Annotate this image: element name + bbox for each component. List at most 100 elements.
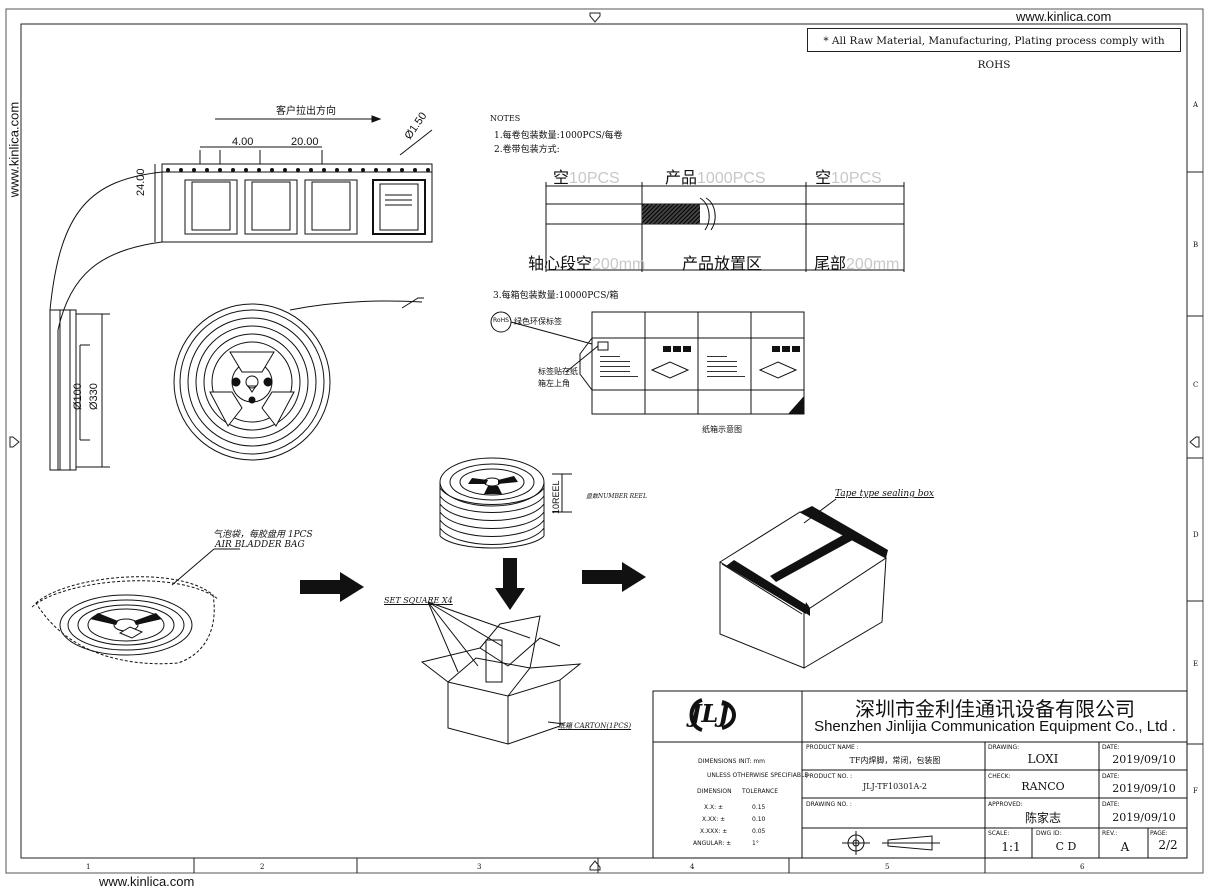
dimensions-unit: DIMENSIONS INIT: mm (698, 758, 766, 765)
bag-leader (171, 548, 240, 586)
date-label-2: DATE: (1102, 773, 1120, 780)
scale-label: SCALE: (988, 830, 1010, 837)
reel-stack-label: 盘数NUMBER REEL (586, 493, 647, 500)
label-hub: 轴心段空200mm (528, 250, 645, 274)
label-empty-left: 空10PCS (553, 164, 620, 188)
tol-row-3-value: 0.05 (752, 828, 766, 835)
company-name-cn: 深圳市金利佳通讯设备有限公司 (855, 697, 1135, 721)
approved-by: 陈家志 (1024, 811, 1061, 825)
dim-pitch-large: 20.00 (291, 136, 319, 148)
date-label-3: DATE: (1102, 801, 1120, 808)
notes-line1: 1.每卷包装数量:1000PCS/每卷 (494, 131, 623, 141)
label-empty-left-cn: 空 (553, 168, 570, 187)
tol-row-1-value: 0.15 (752, 804, 766, 811)
scale-value: 1:1 (1001, 840, 1021, 854)
col-label-3: 3 (477, 863, 482, 871)
col-label-4: 4 (690, 863, 695, 871)
rev-value: A (1120, 840, 1130, 854)
drawing-label: DRAWING: (988, 744, 1020, 751)
tol-row-4-value: 1° (752, 840, 759, 847)
col-label-1: 1 (86, 863, 91, 871)
label-product-count: 1000PCS (697, 170, 766, 187)
tol-row-4-key: ANGULAR: ± (693, 840, 732, 847)
pull-direction-label: 客户拉出方向 (276, 106, 336, 117)
bag-label-en: AIR BLADDER BAG (215, 540, 305, 550)
flow-arrow-2 (582, 562, 646, 592)
approved-label: APPROVED: (988, 801, 1023, 808)
tolerance-header: TOLERANCE (742, 788, 779, 795)
rohs-label: 绿色环保标签 (514, 317, 562, 326)
dim-hub: Ø100 (72, 383, 84, 410)
carton-label: 纸箱 CARTON(1PCS) (558, 722, 632, 730)
carton-sketch-caption: 纸箱示意图 (702, 425, 742, 434)
label-empty-right-count: 10PCS (831, 170, 882, 187)
dim-tape-width: 24.00 (135, 168, 147, 196)
label-product: 产品1000PCS (665, 164, 766, 188)
col-label-5: 5 (885, 863, 890, 871)
dwg-id-label: DWG ID: (1036, 830, 1062, 837)
label-product-cn: 产品 (665, 168, 698, 187)
tape-top-view (49, 115, 433, 471)
check-label: CHECK: (988, 773, 1011, 780)
dim-pitch-small: 4.00 (232, 136, 254, 148)
reel-stack (439, 457, 572, 549)
site-bottom-left: www.kinlica.com (99, 874, 195, 889)
row-label-a: A (1193, 101, 1199, 109)
carton-flat-sketch (490, 311, 805, 415)
product-name: TF内焊脚，常闭，包装图 (849, 756, 941, 765)
notes-line2: 2.卷带包装方式: (494, 145, 560, 155)
product-no-label: PRODUCT NO. : (806, 773, 853, 780)
bagged-reel (31, 576, 219, 665)
page-value: 2/2 (1158, 838, 1178, 852)
label-hub-length: 200mm (592, 256, 646, 273)
dim-outer: Ø330 (88, 383, 100, 410)
col-label-6: 6 (1080, 863, 1085, 871)
product-no: JLJ-TF10301A-2 (862, 782, 928, 791)
company-logo: JLJ (690, 699, 730, 728)
notes-line3: 3.每箱包装数量:10000PCS/箱 (493, 291, 619, 301)
sealing-leader (803, 498, 837, 524)
row-label-e: E (1193, 660, 1199, 668)
dwg-id-value: C D (1055, 840, 1077, 853)
label-empty-right-cn: 空 (815, 168, 832, 187)
bag-label-cn: 气泡袋，每胶盘用 1PCS (213, 530, 313, 540)
label-tail-cn: 尾部 (814, 254, 847, 273)
checked-by: RANCO (1021, 780, 1065, 793)
row-label-b: B (1193, 241, 1199, 249)
title-block-frame (652, 690, 1188, 859)
rohs-symbol: RoHS (493, 317, 509, 324)
sealed-box (719, 506, 888, 669)
site-left-vertical: www.kinlica.com (6, 101, 22, 198)
sealing-label: Tape type sealing box (835, 489, 935, 499)
label-tail: 尾部200mm (814, 250, 899, 274)
flow-arrow-down (495, 558, 525, 610)
site-top-right: www.kinlica.com (1016, 9, 1112, 24)
label-empty-right: 空10PCS (815, 164, 882, 188)
tol-row-1-key: X.X: ± (704, 804, 724, 811)
date-label-1: DATE: (1102, 744, 1120, 751)
date-1: 2019/09/10 (1112, 753, 1176, 766)
unless-specified: UNLESS OTHERWISE SPECIFIABLE (707, 772, 809, 779)
open-carton (420, 601, 582, 745)
tol-row-2-value: 0.10 (752, 816, 766, 823)
tape-layout-diagram (545, 182, 905, 272)
row-label-c: C (1193, 381, 1199, 389)
page-label: PAGE: (1150, 830, 1168, 837)
drawn-by: LOXI (1027, 752, 1059, 766)
reel-front-view (173, 297, 424, 461)
date-3: 2019/09/10 (1112, 811, 1176, 824)
label-position-line1: 标签贴在纸 (538, 367, 578, 376)
date-2: 2019/09/10 (1112, 782, 1176, 795)
label-empty-left-count: 10PCS (569, 170, 620, 187)
tol-row-2-key: X.XX: ± (702, 816, 726, 823)
rev-label: REV.: (1102, 830, 1118, 837)
drawing-no-label: DRAWING NO. : (806, 801, 852, 808)
label-position-line2: 箱左上角 (538, 379, 570, 388)
notes-heading: NOTES (490, 114, 521, 123)
rohs-note: * All Raw Material, Manufacturing, Plati… (807, 28, 1181, 71)
row-label-f: F (1193, 787, 1198, 795)
tol-row-3-key: X.XXX: ± (700, 828, 728, 835)
company-name-en: Shenzhen Jinlijia Communication Equipmen… (814, 718, 1176, 735)
label-tail-length: 200mm (846, 256, 900, 273)
